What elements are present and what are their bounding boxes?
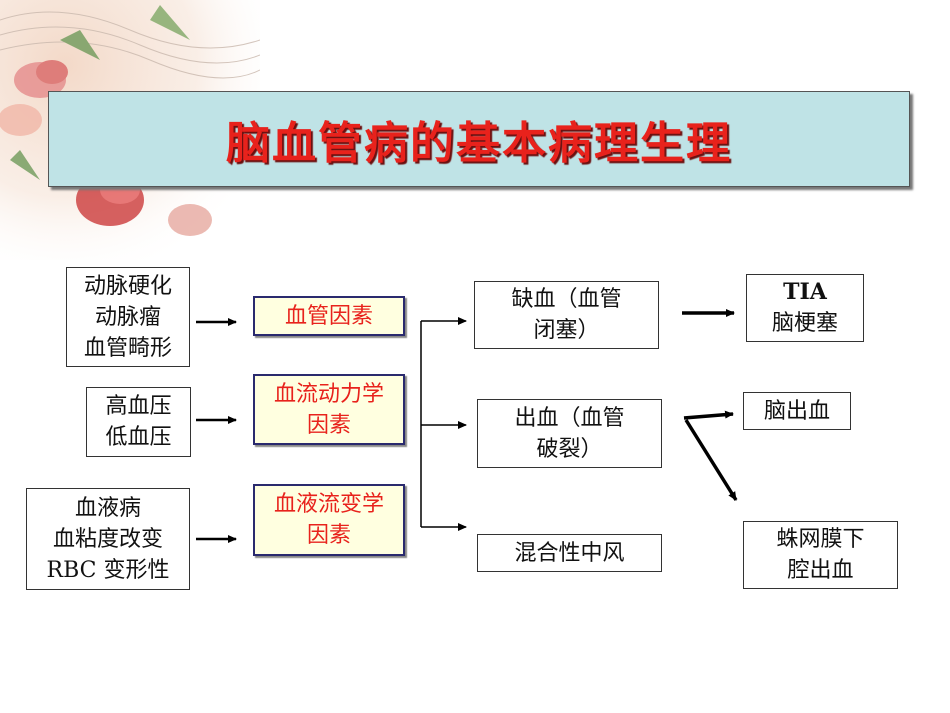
outcome-box-hemorrhage: 出血（血管 破裂） (477, 399, 662, 468)
cause-line: 低血压 (105, 425, 172, 450)
outcome-line: 出血（血管 (514, 405, 625, 431)
cause-line: 血粘度改变 (52, 526, 163, 552)
factor-line: 血管因素 (284, 303, 373, 329)
arrow-outcome2-result2 (683, 410, 734, 420)
result-line: 蛛网膜下 (776, 527, 865, 552)
outcome-box-ischemia: 缺血（血管 闭塞） (474, 281, 659, 349)
outcome-line: 破裂） (536, 436, 603, 462)
outcome-line: 缺血（血管 (511, 287, 622, 312)
outcome-line: 混合性中风 (514, 540, 625, 566)
outcome-box-mixed: 混合性中风 (477, 534, 662, 572)
result-line: 脑梗塞 (771, 311, 838, 336)
factor-box-rheology: 血液流变学 因素 (253, 484, 405, 556)
cause-box-blood: 血液病 血粘度改变 RBC 变形性 (26, 488, 190, 590)
factor-line: 因素 (306, 523, 351, 548)
cause-box-vascular: 动脉硬化 动脉瘤 血管畸形 (66, 267, 190, 367)
page-title: 脑血管病的基本病理生理 (226, 118, 732, 169)
factor-line: 因素 (306, 412, 351, 438)
factor-line: 血液流变学 (273, 492, 384, 517)
cause-box-pressure: 高血压 低血压 (86, 387, 191, 457)
result-line: 脑出血 (763, 398, 830, 424)
cause-line: 血管畸形 (83, 335, 172, 361)
arrow-outcome2-result3 (684, 419, 738, 501)
cause-line: 动脉瘤 (94, 304, 161, 330)
cause-line: RBC 变形性 (46, 557, 170, 583)
cause-line: 高血压 (105, 394, 172, 419)
result-line: 腔出血 (787, 558, 854, 583)
factor-box-vascular: 血管因素 (253, 296, 405, 336)
title-banner: 脑血管病的基本病理生理 (48, 91, 910, 187)
result-box-tia: TIA 脑梗塞 (746, 274, 864, 342)
factor-box-hemodynamic: 血流动力学 因素 (253, 374, 405, 445)
cause-line: 动脉硬化 (83, 273, 172, 299)
result-line: TIA (783, 279, 827, 305)
result-box-cerebral-hemorrhage: 脑出血 (743, 392, 851, 430)
factor-line: 血流动力学 (273, 381, 384, 407)
outcome-line: 闭塞） (533, 318, 600, 343)
cause-line: 血液病 (74, 495, 141, 521)
result-box-subarachnoid: 蛛网膜下 腔出血 (743, 521, 898, 589)
